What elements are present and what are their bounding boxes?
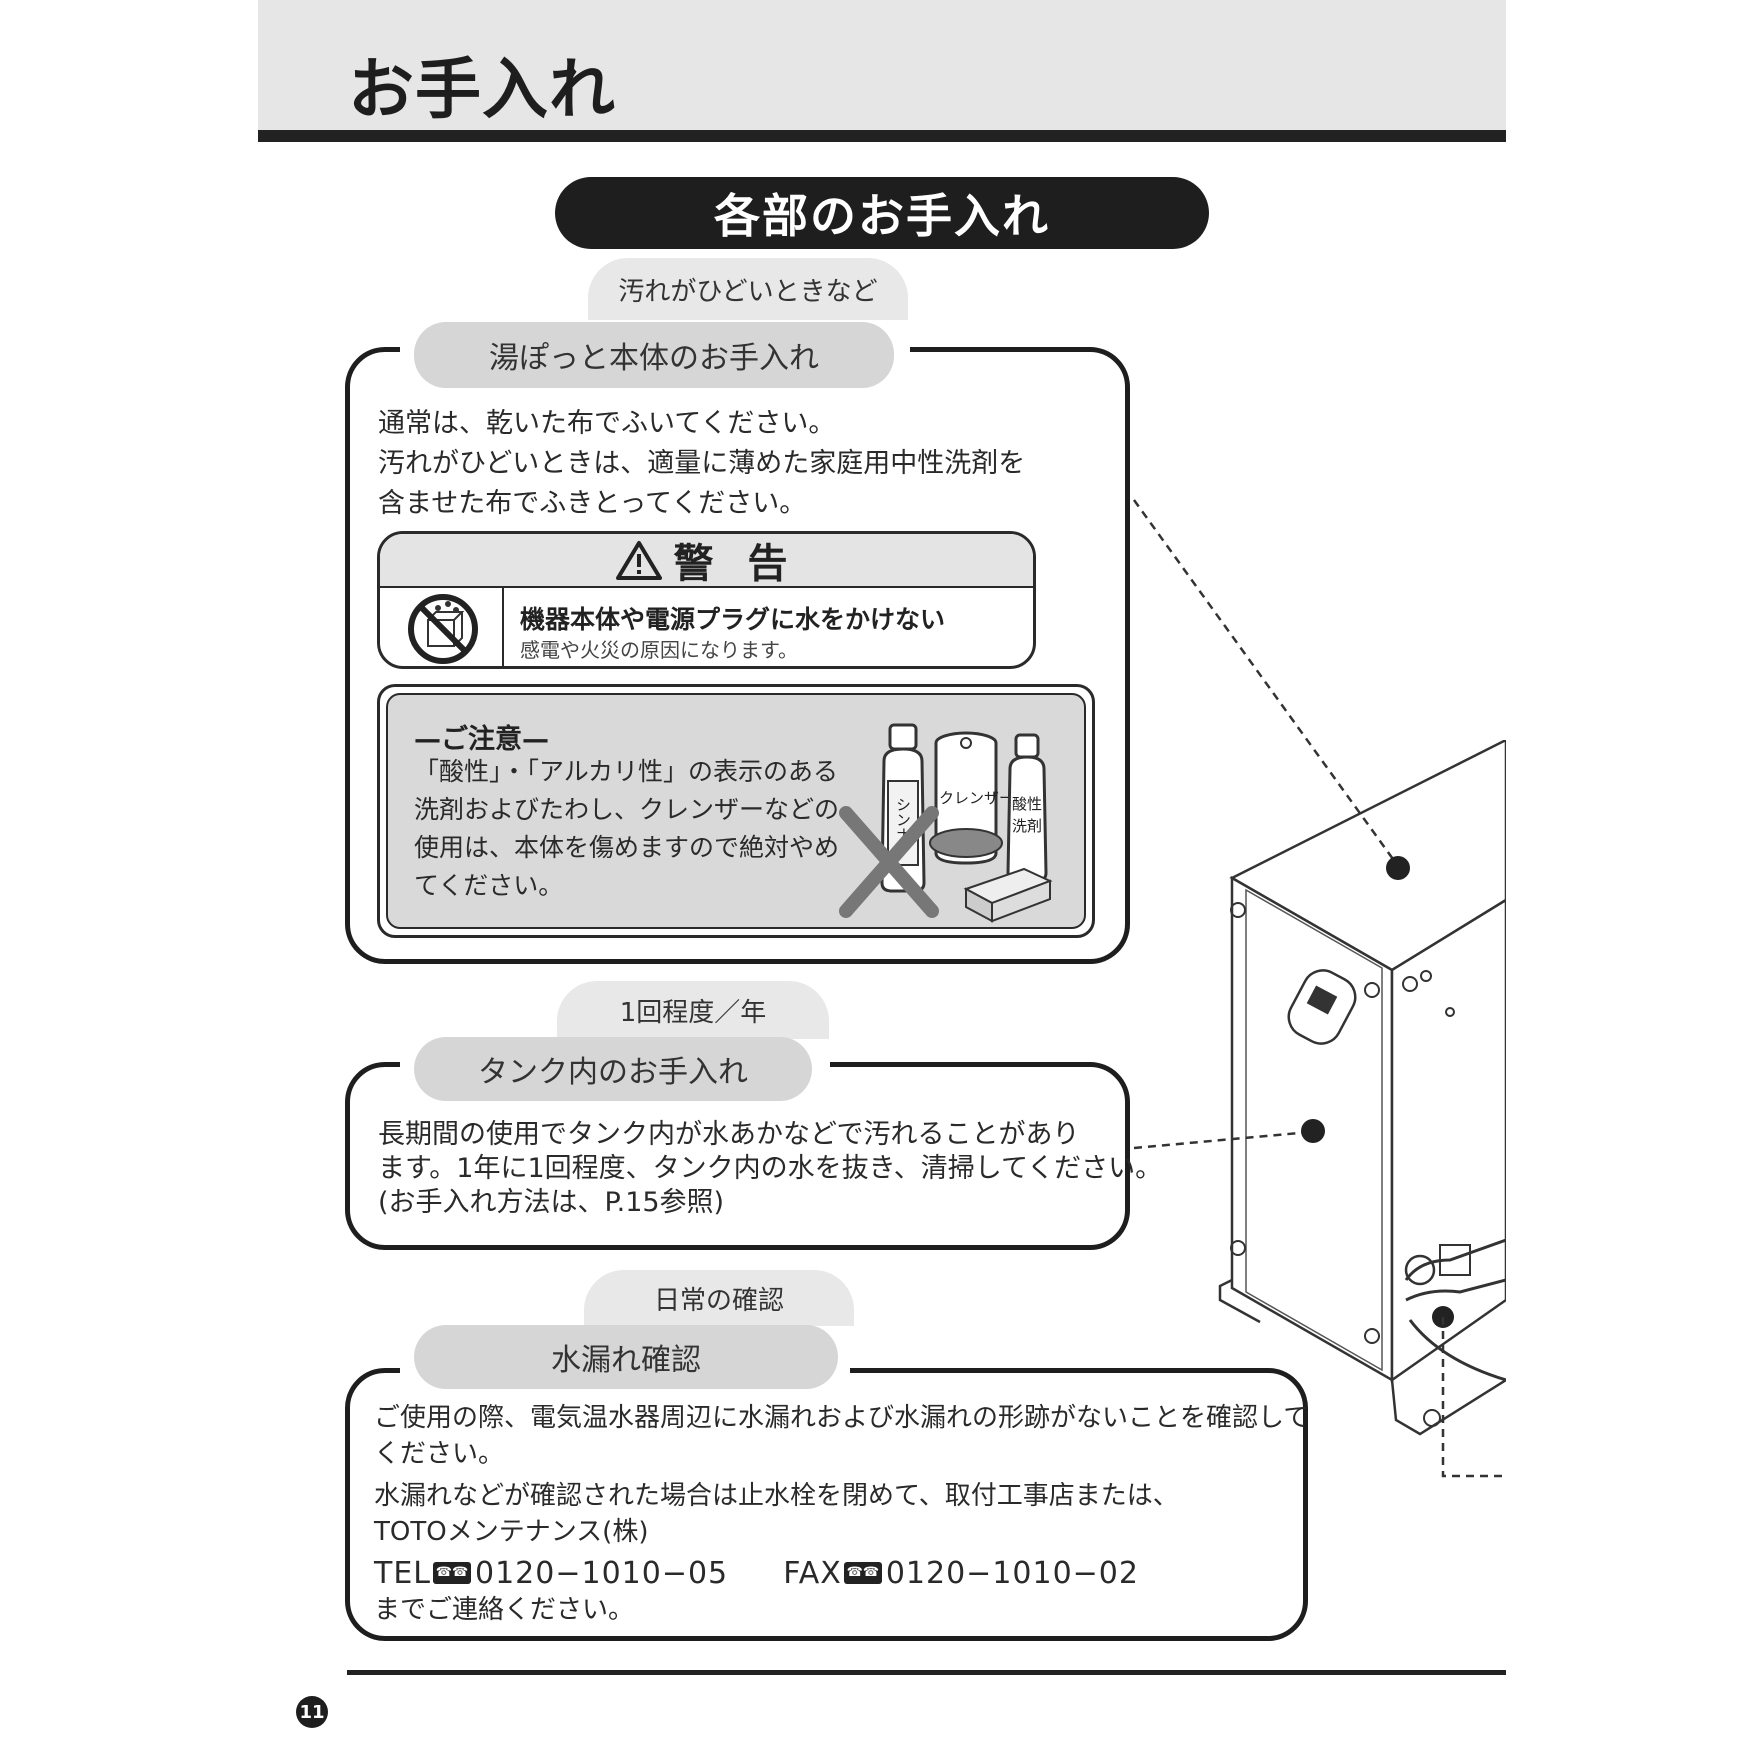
warning-header: 警 告 [380,534,1033,588]
warning-title: 警 告 [673,541,798,587]
fax-number: 0120−1010−02 [885,1556,1139,1591]
pot-care-heading: 湯ぽっと本体のお手入れ [414,322,894,388]
section-title: 各部のお手入れ [555,177,1209,249]
frequency-tab: 1回程度／年 [557,981,829,1039]
page-number: 11 [296,1696,328,1728]
text-line: TOTOメンテナンス(株) [374,1517,649,1547]
header-band [258,0,1506,130]
contact-line: TEL☎☎0120−1010−05 FAX☎☎0120−1010−02 [374,1556,1309,1592]
tel-label: TEL [374,1556,431,1591]
leak-check-text: ご使用の際、電気温水器周辺に水漏れおよび水漏れの形跡がないことを確認して くださ… [374,1400,1309,1628]
water-heater-illustration [1218,740,1506,1436]
caution-title: —ご注意— [414,724,549,755]
warning-sub-text: 感電や火災の原因になります。 [520,638,798,662]
sponge-icon [963,867,1053,923]
caution-inner: —ご注意— 「酸性」・「アルカリ性」の表示のある 洗剤およびたわし、クレンザーな… [386,693,1086,929]
text-line: 洗剤およびたわし、クレンザーなどの [414,795,840,824]
tank-care-heading: タンク内のお手入れ [414,1037,812,1101]
acid-label-2: 洗剤 [1012,817,1042,835]
text-line: 通常は、乾いた布でふいてください。 [378,408,836,439]
freedial-icon: ☎☎ [433,1561,471,1584]
text-line: ください。 [374,1439,505,1469]
text-line: 使用は、本体を傷めますので絶対やめ [414,833,840,862]
acid-label-1: 酸性 [1012,795,1042,813]
frequency-tab: 汚れがひどいときなど [588,258,908,320]
header-rule [258,130,1506,142]
fax-label: FAX [783,1556,842,1591]
warning-icon-cell [380,586,504,666]
warning-box: 警 告 機器本体や電源プラグに水をかけない 感電や火災の原因になります。 [377,531,1036,669]
text-line: 汚れがひどいときは、適量に薄めた家庭用中性洗剤を [378,448,1026,479]
prohibited-cleaners-illustration: シンナー クレンザー 酸性 洗剤 [839,723,1053,923]
tank-care-text: 長期間の使用でタンク内が水あかなどで汚れることがあり ます。1年に1回程度、タン… [378,1118,1162,1220]
text-line: ご使用の際、電気温水器周辺に水漏れおよび水漏れの形跡がないことを確認して [374,1403,1310,1433]
text-line: までご連絡ください。 [374,1595,635,1625]
cleanser-label: クレンザー [939,789,1014,807]
text-line: 長期間の使用でタンク内が水あかなどで汚れることがあり [378,1119,1080,1150]
text-line: 含ませた布でふきとってください。 [378,488,807,519]
no-water-icon [408,594,478,664]
pot-care-text: 通常は、乾いた布でふいてください。 汚れがひどいときは、適量に薄めた家庭用中性洗… [378,404,1025,524]
text-line: 水漏れなどが確認された場合は止水栓を閉めて、取付工事店または、 [374,1481,1179,1511]
text-line: てください。 [414,871,564,900]
caution-box: —ご注意— 「酸性」・「アルカリ性」の表示のある 洗剤およびたわし、クレンザーな… [377,684,1095,938]
text-line: ます。1年に1回程度、タンク内の水を抜き、清掃してください。 [378,1153,1163,1184]
prohibited-x-icon [839,806,939,918]
warning-triangle-icon [615,541,662,580]
page-title: お手入れ [348,51,616,128]
frequency-tab: 日常の確認 [584,1270,854,1326]
text-line: 「酸性」・「アルカリ性」の表示のある [414,757,839,786]
leak-check-heading: 水漏れ確認 [414,1325,838,1389]
warning-main-text: 機器本体や電源プラグに水をかけない [520,605,946,634]
freedial-icon: ☎☎ [843,1561,882,1584]
caution-text: 「酸性」・「アルカリ性」の表示のある 洗剤およびたわし、クレンザーなどの 使用は… [414,753,839,905]
text-line: (お手入れ方法は、P.15参照) [378,1187,725,1218]
scrub-brush-icon [929,828,1003,858]
tel-number: 0120−1010−05 [475,1556,729,1591]
footer-rule [347,1670,1506,1675]
